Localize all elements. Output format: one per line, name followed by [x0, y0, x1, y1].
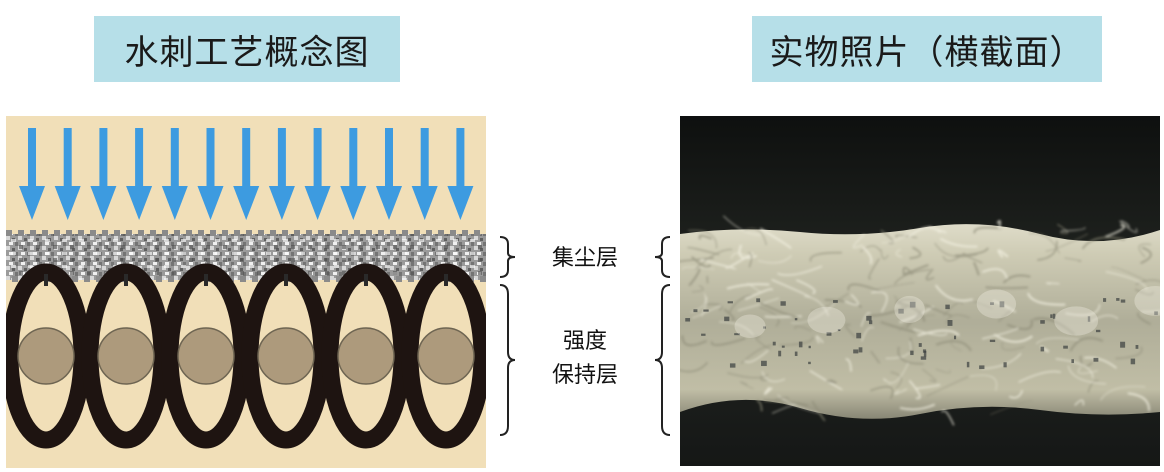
- bracket-icon: [654, 284, 671, 436]
- strength-retention-layer: [6, 263, 486, 449]
- dust-layer-label: 集尘层: [551, 246, 618, 271]
- water-jet-arrow-icon: [304, 128, 331, 220]
- water-jet-arrow-icon: [90, 128, 117, 220]
- strength-layer-label-line1: 强度: [562, 329, 607, 354]
- photo-title: 实物照片（横截面）: [752, 16, 1102, 82]
- concept-title: 水刺工艺概念图: [94, 16, 400, 82]
- dust-collection-layer: [6, 230, 486, 282]
- water-jet-arrow-icon: [54, 128, 81, 220]
- bracket-icon: [499, 284, 516, 436]
- water-jet-arrow-icon: [233, 128, 260, 220]
- water-jet-arrow-icon: [19, 128, 45, 220]
- water-jet-arrow-icon: [447, 128, 474, 220]
- hydroentangling-concept-diagram: [6, 116, 486, 468]
- bracket-icon: [654, 236, 671, 278]
- water-jet-arrow-icon: [340, 128, 367, 220]
- water-jet-arrow-icon: [197, 128, 224, 220]
- strength-layer-label-line2: 保持层: [551, 363, 618, 388]
- strength-layer-label: 强度 保持层: [540, 325, 630, 393]
- water-jet-arrow-icon: [161, 128, 188, 220]
- water-jet-arrow-icon: [126, 128, 153, 220]
- water-jet-arrow-icon: [376, 128, 402, 220]
- water-jet-arrow-icon: [268, 128, 295, 220]
- bracket-icon: [499, 236, 516, 278]
- fiber-bundle: [401, 263, 486, 449]
- cross-section-photo: [680, 116, 1160, 466]
- water-jet-arrow-icon: [411, 128, 438, 220]
- water-jet-arrows: [19, 128, 474, 220]
